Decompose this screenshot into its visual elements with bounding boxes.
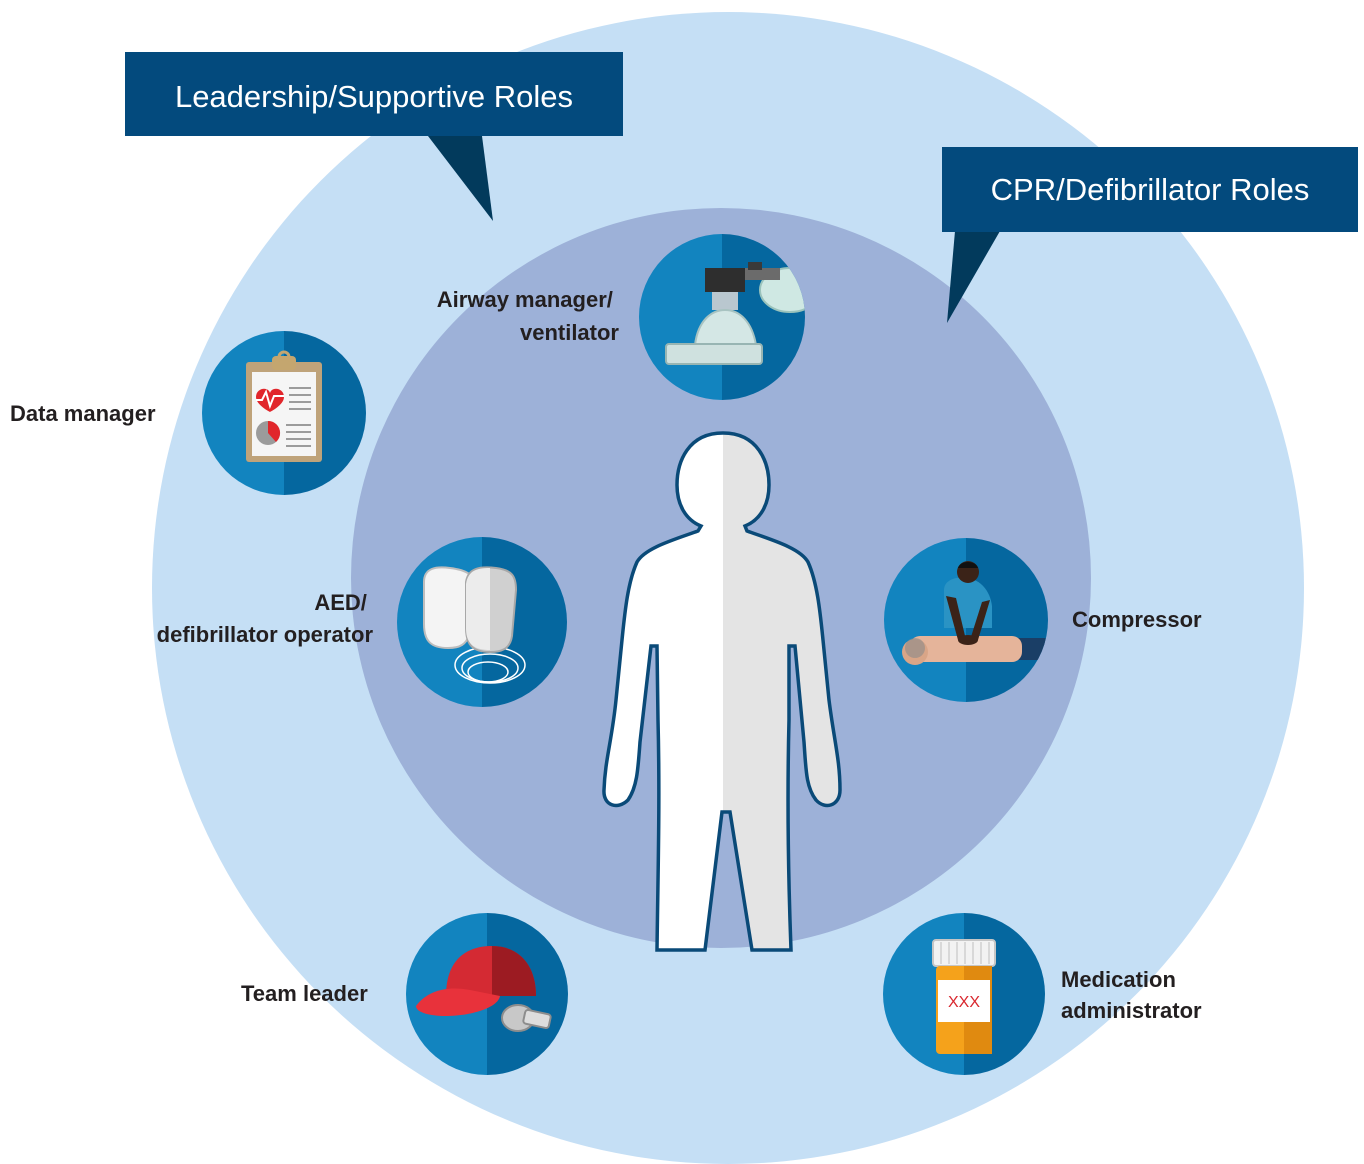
aed-label-line2: defibrillator operator bbox=[157, 622, 374, 647]
cap-whistle-icon bbox=[416, 946, 552, 1032]
bag-valve-mask-icon bbox=[665, 262, 805, 365]
defibrillator-paddles-icon bbox=[423, 566, 526, 684]
leadership-callout-box bbox=[125, 52, 623, 136]
medication-label-line2: administrator bbox=[1061, 998, 1202, 1023]
airway-manager-label-line1: Airway manager/ bbox=[437, 287, 613, 312]
team-leader-icon-circle bbox=[406, 913, 568, 1075]
airway-manager-label-line2: ventilator bbox=[520, 320, 619, 345]
airway-manager-label: Airway manager/ ventilator bbox=[437, 287, 620, 345]
aed-label: AED/ defibrillator operator bbox=[157, 590, 374, 647]
medication-label-line1: Medication bbox=[1061, 967, 1176, 992]
medication-administrator-label: Medication administrator bbox=[1061, 967, 1202, 1023]
data-manager-icon-circle bbox=[202, 331, 366, 495]
leadership-callout: Leadership/Supportive Roles bbox=[125, 52, 623, 221]
aed-icon-circle bbox=[397, 537, 567, 707]
cpr-callout-text: CPR/Defibrillator Roles bbox=[991, 172, 1310, 207]
cpr-compression-icon bbox=[902, 561, 1048, 665]
clipboard-chart-icon bbox=[246, 350, 322, 462]
compressor-icon-circle bbox=[884, 538, 1048, 702]
compressor-label: Compressor bbox=[1072, 607, 1202, 632]
medication-icon-circle: XXX bbox=[883, 913, 1045, 1075]
team-leader-label: Team leader bbox=[241, 981, 368, 1006]
pill-bottle-icon: XXX bbox=[932, 939, 996, 1054]
cpr-callout: CPR/Defibrillator Roles bbox=[942, 147, 1358, 323]
bottle-label-text: XXX bbox=[948, 994, 980, 1011]
leadership-callout-pointer bbox=[428, 136, 493, 221]
aed-label-line1: AED/ bbox=[314, 590, 367, 615]
cpr-callout-box bbox=[942, 147, 1358, 232]
leadership-callout-text: Leadership/Supportive Roles bbox=[175, 79, 573, 114]
cpr-callout-pointer bbox=[947, 231, 1000, 323]
data-manager-label: Data manager bbox=[10, 401, 156, 426]
